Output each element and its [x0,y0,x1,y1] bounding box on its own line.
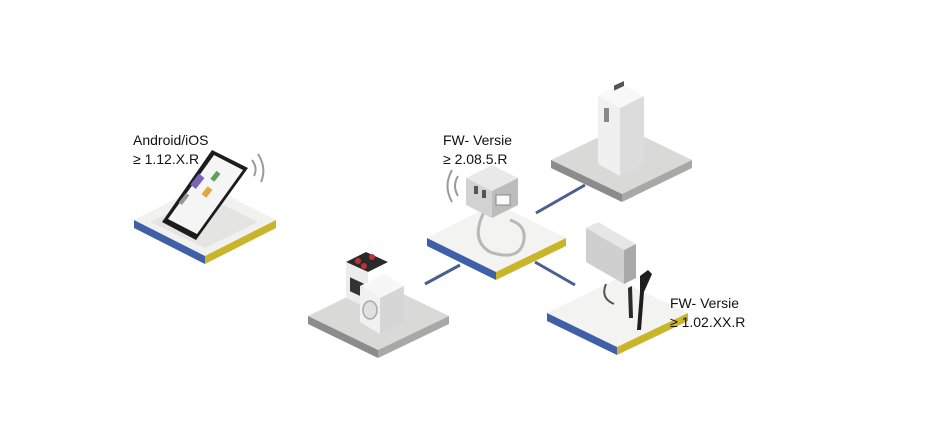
app-version-label: Android/iOS ≥ 1.12.X.R [133,131,208,169]
connector-lines [424,183,586,287]
meter-platform [427,203,566,280]
smartphone-icon [162,150,248,240]
app-version-text: ≥ 1.12.X.R [133,151,200,167]
wifi-signal-icon-meter [446,169,459,203]
meter-firmware-title: FW- Versie [443,132,512,148]
charger-firmware-version: ≥ 1.02.XX.R [670,314,746,330]
wallbox-charger-icon [586,222,652,330]
wifi-signal-icon [251,153,265,183]
connector-meter-charger [534,260,576,287]
battery-icon [598,81,644,176]
connector-meter-appliances [424,263,461,286]
meter-cable [476,211,526,257]
charger-platform [547,279,688,355]
connector-meter-battery [535,183,586,215]
charger-firmware-label: FW- Versie ≥ 1.02.XX.R [670,294,745,332]
app-platform-text: Android/iOS [133,132,209,148]
meter-firmware-label: FW- Versie ≥ 2.08.5.R [443,131,512,169]
washing-machine-icon [360,274,404,334]
meter-firmware-version: ≥ 2.08.5.R [443,151,508,167]
energy-meter-icon [466,165,518,218]
charger-firmware-title: FW- Versie [670,295,739,311]
